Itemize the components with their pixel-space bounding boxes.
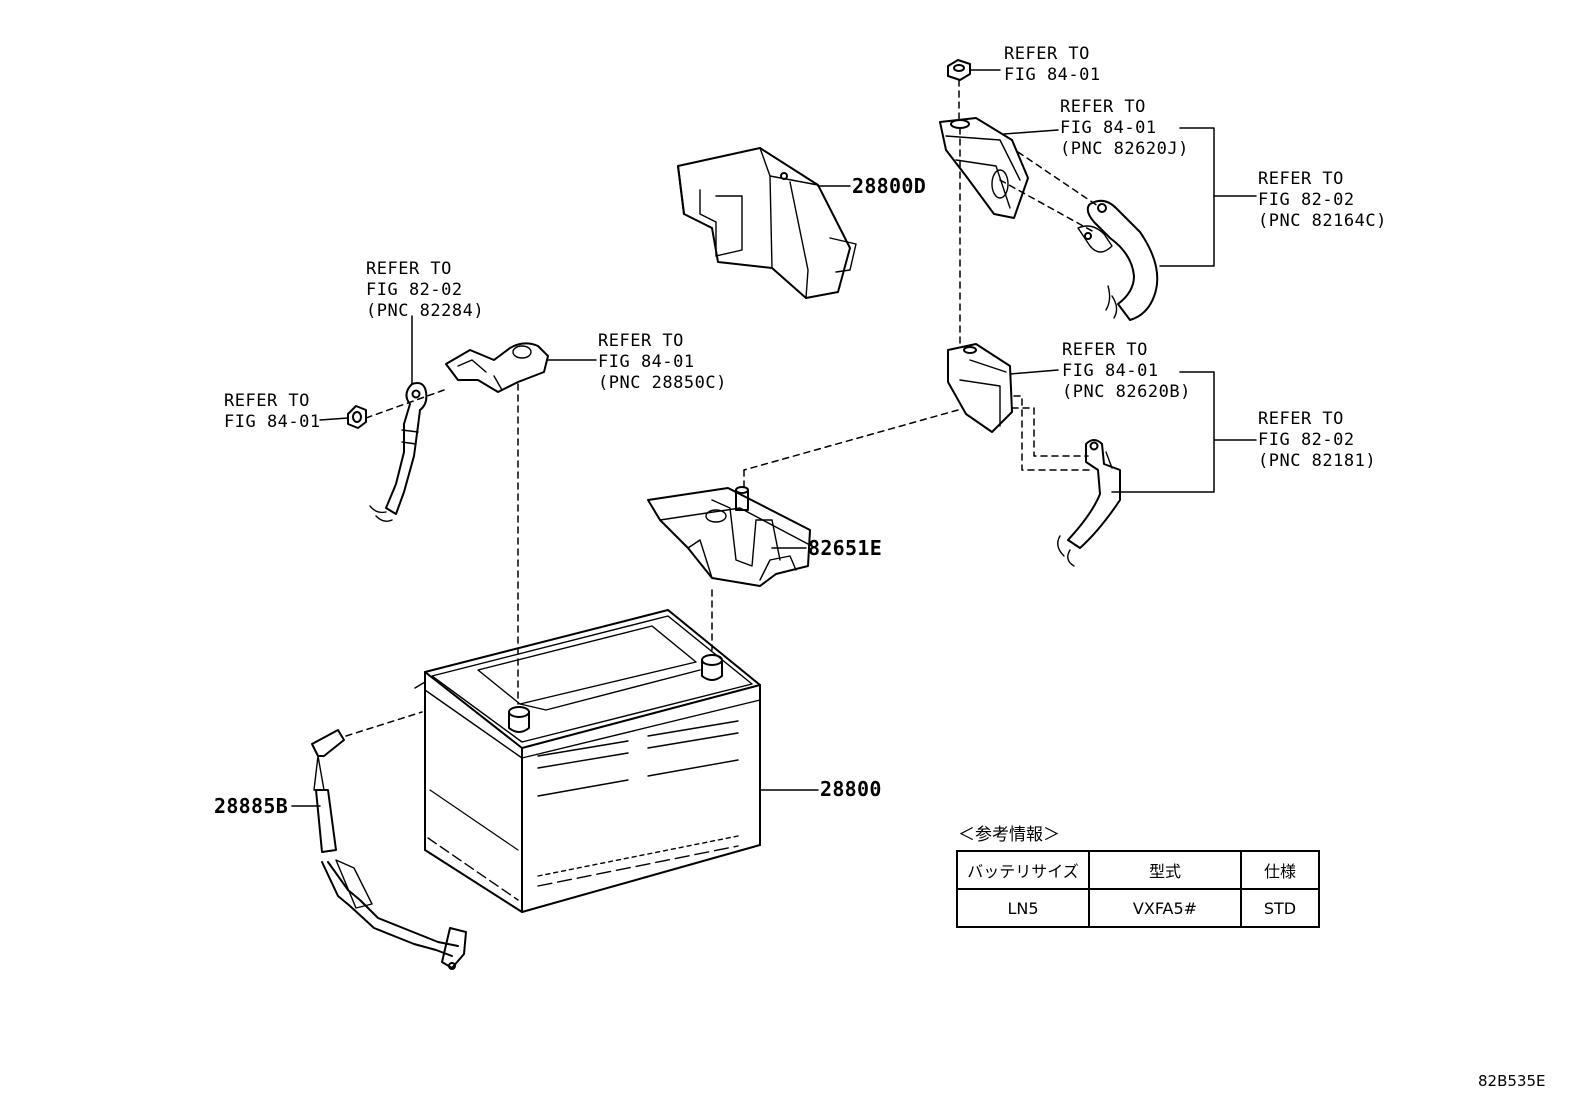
clamp-drawing bbox=[445, 342, 549, 393]
callout-line: FIG 84-01 bbox=[1062, 361, 1159, 381]
callout-line: FIG 84-01 bbox=[1060, 118, 1157, 138]
nut-left-drawing bbox=[347, 405, 367, 429]
cable-mid-right-drawing bbox=[1057, 439, 1121, 567]
header-spec: 仕様 bbox=[1240, 850, 1320, 890]
battery-drawing bbox=[414, 609, 761, 913]
header-battery-size: バッテリサイズ bbox=[956, 850, 1090, 890]
table-header-row: バッテリサイズ 型式 仕様 bbox=[956, 850, 1320, 890]
cell-model: VXFA5# bbox=[1088, 888, 1242, 928]
part-number-sensor-cable: 28885B bbox=[214, 794, 289, 818]
callout-line: REFER TO bbox=[598, 331, 684, 351]
leader-lines bbox=[291, 69, 1257, 807]
callout-line: (PNC 82181) bbox=[1258, 451, 1377, 471]
callout-clamp: REFER TO FIG 84-01 (PNC 28850C) bbox=[598, 331, 727, 394]
callout-line: FIG 82-02 bbox=[1258, 190, 1355, 210]
table-row: LN5 VXFA5# STD bbox=[956, 888, 1320, 928]
callout-line: REFER TO bbox=[1062, 340, 1148, 360]
terminal-block-drawing bbox=[647, 486, 811, 587]
callout-line: REFER TO bbox=[1258, 169, 1344, 189]
callout-line: REFER TO bbox=[1060, 97, 1146, 117]
callout-line: REFER TO bbox=[224, 391, 310, 411]
callout-line: (PNC 82620J) bbox=[1060, 139, 1189, 159]
bracket-mid-drawing bbox=[947, 343, 1013, 433]
callout-bracket-mid: REFER TO FIG 84-01 (PNC 82620B) bbox=[1062, 340, 1191, 403]
nut-top-drawing bbox=[947, 59, 971, 81]
callout-line: REFER TO bbox=[366, 259, 452, 279]
callout-line: FIG 84-01 bbox=[1004, 65, 1101, 85]
callout-line: (PNC 82164C) bbox=[1258, 211, 1387, 231]
callout-cable-mid-right: REFER TO FIG 82-02 (PNC 82181) bbox=[1258, 409, 1376, 472]
sensor-cable-drawing bbox=[311, 729, 467, 970]
callout-line: FIG 84-01 bbox=[224, 412, 321, 432]
callout-nut-left: REFER TO FIG 84-01 bbox=[224, 391, 321, 433]
part-number-battery: 28800 bbox=[820, 777, 882, 801]
battery-cover-drawing bbox=[677, 147, 857, 299]
callout-line: REFER TO bbox=[1004, 44, 1090, 64]
callout-bracket-top: REFER TO FIG 84-01 (PNC 82620J) bbox=[1060, 97, 1189, 160]
bracket-top-drawing bbox=[939, 117, 1029, 219]
reference-table: バッテリサイズ 型式 仕様 LN5 VXFA5# STD bbox=[956, 850, 1320, 928]
cable-top-right-drawing bbox=[1077, 199, 1159, 321]
callout-line: FIG 82-02 bbox=[1258, 430, 1355, 450]
part-number-terminal-block: 82651E bbox=[808, 536, 883, 560]
callout-nut-top: REFER TO FIG 84-01 bbox=[1004, 44, 1101, 86]
callout-line: (PNC 82620B) bbox=[1062, 382, 1191, 402]
callout-line: REFER TO bbox=[1258, 409, 1344, 429]
figure-code: 82B535E bbox=[1478, 1072, 1546, 1090]
part-number-cover: 28800D bbox=[852, 174, 927, 198]
callout-line: FIG 82-02 bbox=[366, 280, 463, 300]
callout-line: FIG 84-01 bbox=[598, 352, 695, 372]
callout-line: (PNC 28850C) bbox=[598, 373, 727, 393]
header-model: 型式 bbox=[1088, 850, 1242, 890]
cell-battery-size: LN5 bbox=[956, 888, 1090, 928]
callout-cable-top-right: REFER TO FIG 82-02 (PNC 82164C) bbox=[1258, 169, 1387, 232]
callout-line: (PNC 82284) bbox=[366, 301, 485, 321]
assembly-lines bbox=[345, 79, 1099, 737]
cell-spec: STD bbox=[1240, 888, 1320, 928]
callout-cable-left: REFER TO FIG 82-02 (PNC 82284) bbox=[366, 259, 484, 322]
reference-title: ＜参考情報＞ bbox=[958, 825, 1060, 845]
cable-left-drawing bbox=[369, 382, 428, 523]
